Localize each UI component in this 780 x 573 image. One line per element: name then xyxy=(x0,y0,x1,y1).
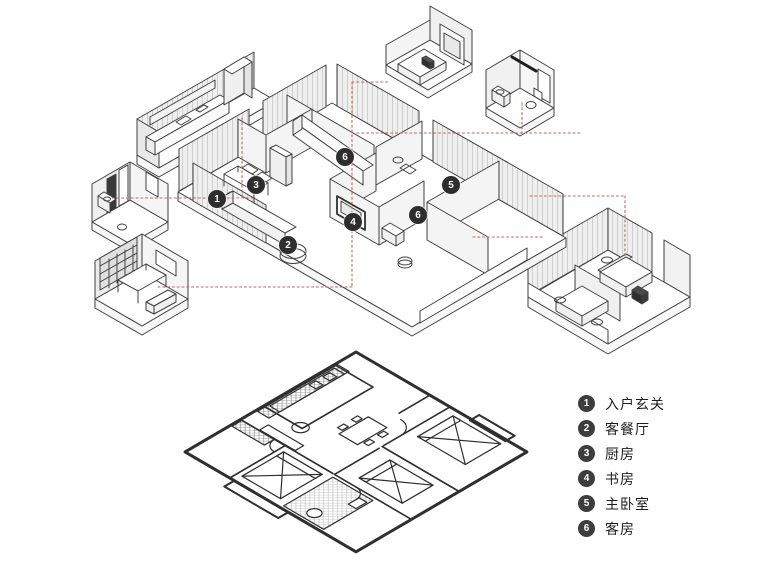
legend-label: 入户玄关 xyxy=(605,395,665,412)
legend: 1 入户玄关 2 客餐厅 3 厨房 4 书房 5 主卧室 6 客房 xyxy=(578,391,665,541)
leader-lines xyxy=(111,81,626,288)
legend-item-living-dining: 2 客餐厅 xyxy=(578,416,665,441)
master-bedroom-detail-view xyxy=(527,207,691,355)
room-marker-entry: 1 xyxy=(208,190,226,208)
bedroom-detail-view-top xyxy=(385,5,473,99)
legend-number-badge: 3 xyxy=(578,445,595,462)
room-marker-kitchen: 3 xyxy=(247,176,265,194)
legend-number-badge: 1 xyxy=(578,395,595,412)
legend-number-badge: 2 xyxy=(578,420,595,437)
legend-label: 客房 xyxy=(605,520,635,537)
legend-number-badge: 6 xyxy=(578,520,595,537)
room-marker-master: 5 xyxy=(442,176,460,194)
study-detail-view xyxy=(94,233,189,336)
bathroom-detail-view-top-right xyxy=(485,49,555,137)
room-marker-guest-top: 6 xyxy=(336,148,354,166)
legend-item-entry: 1 入户玄关 xyxy=(578,391,665,416)
legend-item-guest-room: 6 客房 xyxy=(578,516,665,541)
legend-label: 客餐厅 xyxy=(605,420,650,437)
floor-plan-2d xyxy=(175,348,535,558)
room-marker-living: 2 xyxy=(279,236,297,254)
legend-label: 厨房 xyxy=(605,445,635,462)
legend-item-study: 4 书房 xyxy=(578,466,665,491)
legend-item-master-bedroom: 5 主卧室 xyxy=(578,491,665,516)
legend-label: 书房 xyxy=(605,470,635,487)
kitchen-detail-view xyxy=(136,51,277,178)
legend-number-badge: 4 xyxy=(578,470,595,487)
legend-label: 主卧室 xyxy=(605,495,650,512)
main-axonometric-plan xyxy=(177,63,567,337)
legend-item-kitchen: 3 厨房 xyxy=(578,441,665,466)
legend-number-badge: 5 xyxy=(578,495,595,512)
room-marker-study: 4 xyxy=(344,213,362,231)
room-marker-guest-right: 6 xyxy=(409,206,427,224)
